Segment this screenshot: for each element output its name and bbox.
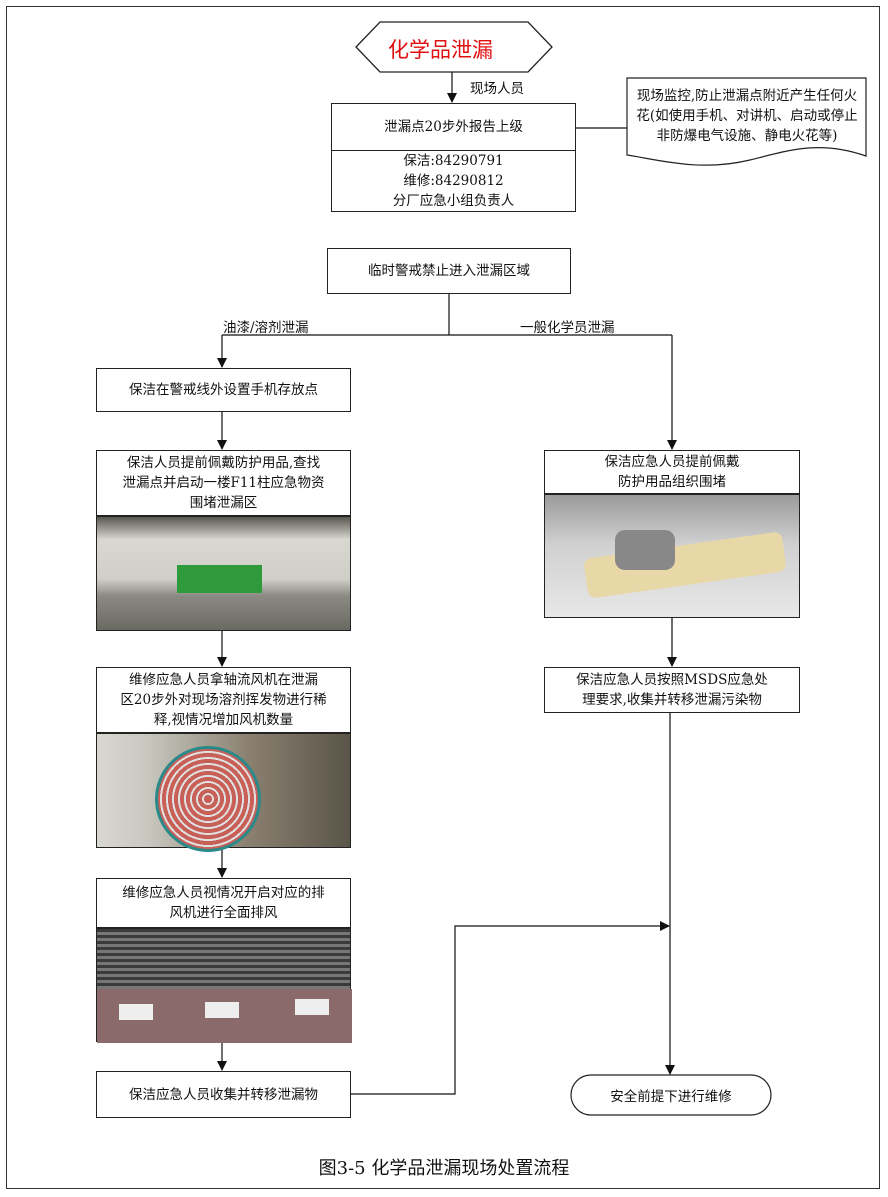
title-hexagon [355, 21, 553, 73]
photo-exhaust-vents [96, 928, 352, 1043]
figure-caption: 图3-5 化学品泄漏现场处置流程 [318, 1158, 570, 1179]
monitoring-note: 现场监控,防止泄漏点附近产生任何火花(如使用手机、对讲机、启动或停止非防爆电气设… [636, 88, 858, 144]
step-msds-collect: 保洁应急人员按照MSDS应急处 理要求,收集并转移泄漏污染物 [544, 667, 800, 713]
page-frame [6, 6, 880, 1189]
note-shape [626, 77, 867, 166]
report-box-header: 泄漏点20步外报告上级 [331, 103, 576, 151]
cordon-box: 临时警戒禁止进入泄漏区域 [327, 248, 571, 294]
photo-axial-fan [96, 733, 351, 852]
end-terminal-shape [570, 1074, 772, 1116]
photo-containment-box [96, 516, 351, 631]
step-phone-storage: 保洁在警戒线外设置手机存放点 [96, 368, 351, 412]
branch-label-paint-solvent: 油漆/溶剂泄漏 [223, 320, 309, 336]
step-ppe-contain: 保洁人员提前佩戴防护用品,查找 泄漏点并启动一楼F11柱应急物资 围堵泄漏区 [96, 450, 351, 516]
branch-label-general-chemical: 一般化学员泄漏 [520, 320, 615, 336]
report-box-contacts: 保洁:84290791 维修:84290812 分厂应急小组负责人 [331, 150, 576, 212]
end-terminal: 安全前提下进行维修 [610, 1089, 732, 1105]
photo-respirator [544, 494, 800, 618]
step-exhaust-fans: 维修应急人员视情况开启对应的排 风机进行全面排风 [96, 878, 351, 928]
edge-label-onsite-staff: 现场人员 [470, 81, 524, 97]
step-right-ppe: 保洁应急人员提前佩戴 防护用品组织围堵 [544, 450, 800, 494]
step-collect-transfer: 保洁应急人员收集并转移泄漏物 [96, 1071, 351, 1118]
title-text: 化学品泄漏 [388, 38, 493, 62]
step-axial-fan: 维修应急人员拿轴流风机在泄漏 区20步外对现场溶剂挥发物进行稀 释,视情况增加风… [96, 667, 351, 733]
